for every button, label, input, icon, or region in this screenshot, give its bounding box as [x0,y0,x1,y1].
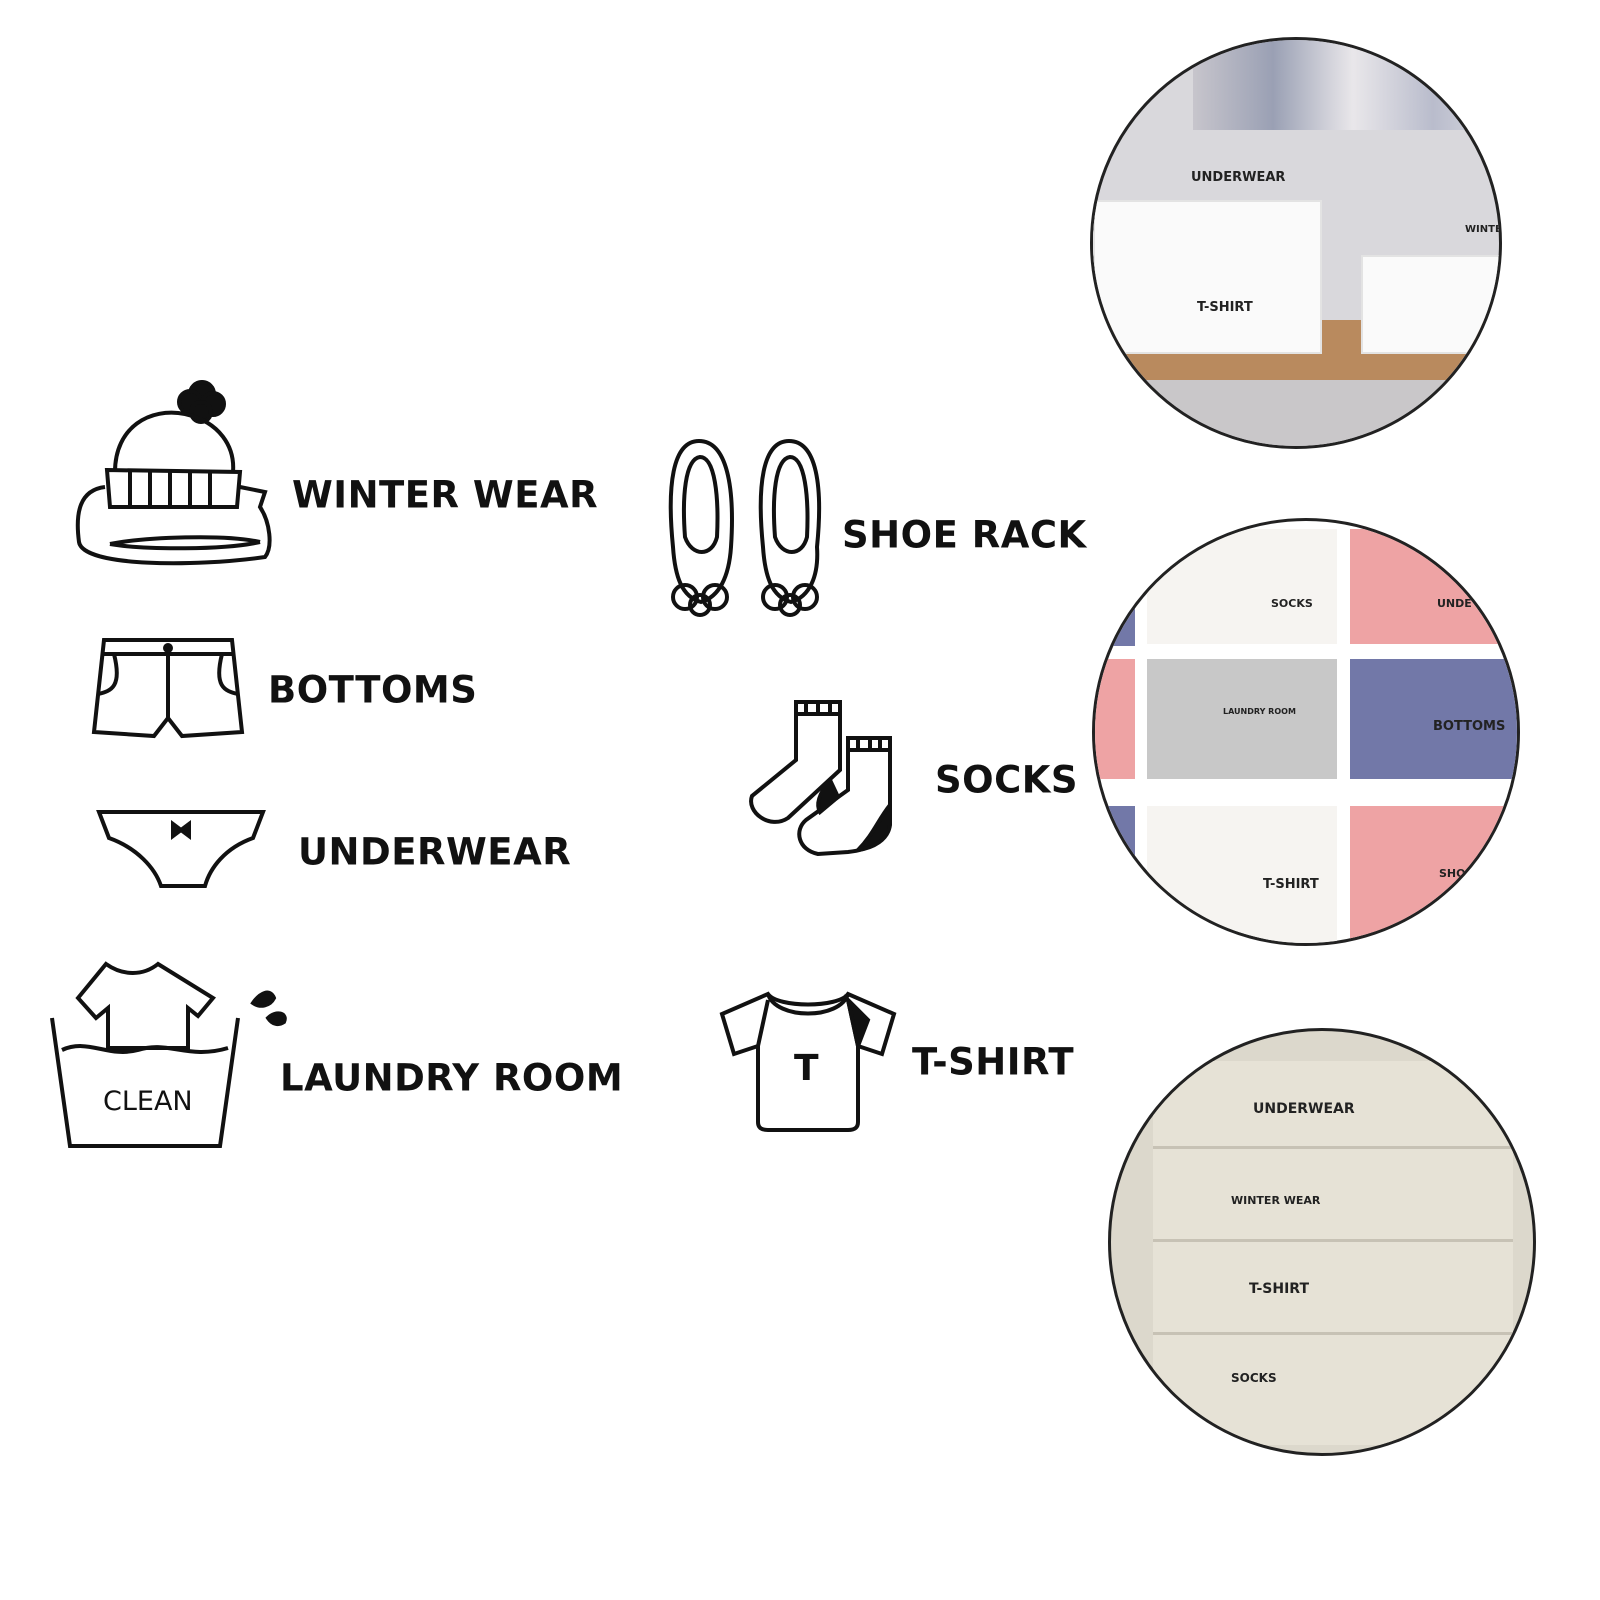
storage-box-small [1361,255,1499,354]
example-photo-shelf-boxes: UNDERWEAR T-SHIRT WINTEI [1090,37,1502,449]
laundry-room-label: LAUNDRY ROOM [280,1056,624,1100]
tshirt-label: T-SHIRT [912,1040,1075,1084]
bin-pink-left [1095,659,1135,779]
bottoms-label: BOTTOMS [268,668,478,712]
winter-wear-label: WINTER WEAR [292,473,599,517]
bin-white [1147,529,1337,644]
example-photo-drawers: UNDERWEAR WINTER WEAR T-SHIRT SOCKS [1108,1028,1536,1456]
winter-hat-scarf-icon [75,372,275,572]
socks-label: SOCKS [935,758,1079,802]
drawer [1153,1335,1513,1445]
drawer [1153,1242,1513,1335]
bin-pink [1350,529,1517,644]
shelf-floor [1093,380,1499,446]
shoes-icon [667,437,822,622]
shoe-rack-label: SHOE RACK [842,513,1087,557]
clean-text: CLEAN [103,1086,193,1117]
tshirt-letter: T [794,1048,819,1089]
bin-pink [1350,806,1517,943]
drawer [1153,1149,1513,1242]
tshirt-icon: T [718,990,898,1132]
socks-icon [748,700,894,858]
storage-box-large [1093,200,1322,354]
bin-navy-left [1095,806,1135,943]
laundry-tub-icon: CLEAN [48,958,293,1150]
underwear-label: UNDERWEAR [298,830,572,874]
shorts-icon [91,636,245,740]
bin-navy-left [1095,521,1135,646]
hanging-clothes [1193,40,1499,130]
bin-navy [1350,659,1517,779]
example-photo-cube-organizer: SOCKS UNDE LAUNDRY ROOM BOTTOMS T-SHIRT … [1092,518,1520,946]
bin-empty-gray [1147,659,1337,779]
bin-white [1147,806,1337,943]
underwear-icon [95,808,267,890]
drawer [1153,1061,1513,1149]
